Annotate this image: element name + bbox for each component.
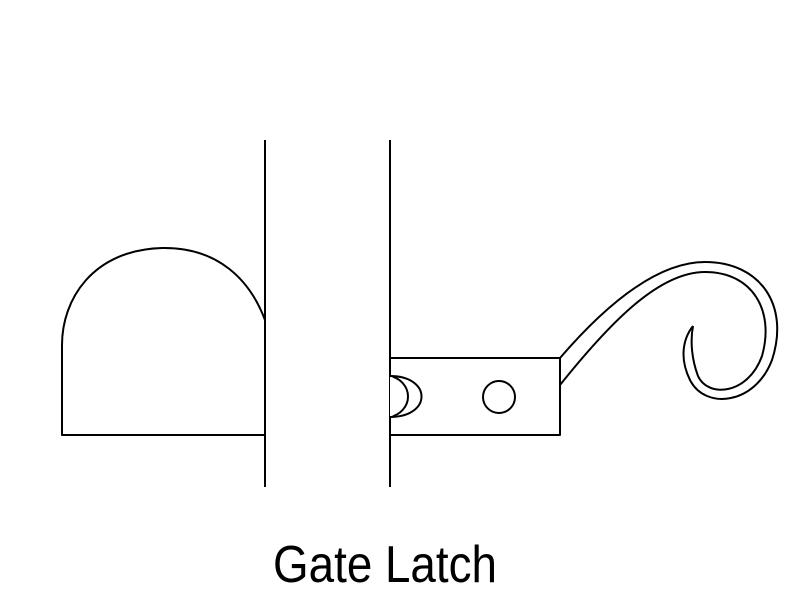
screw-hole-edge xyxy=(389,375,423,418)
screw-hole-partial xyxy=(389,375,410,418)
scroll-handle-outer xyxy=(559,261,779,400)
scroll-handle-inner xyxy=(559,271,767,391)
diagram-caption: Gate Latch xyxy=(273,536,497,594)
latch-mounting-plate xyxy=(390,357,561,436)
latch-catch xyxy=(61,246,266,436)
screw-hole xyxy=(482,380,516,414)
